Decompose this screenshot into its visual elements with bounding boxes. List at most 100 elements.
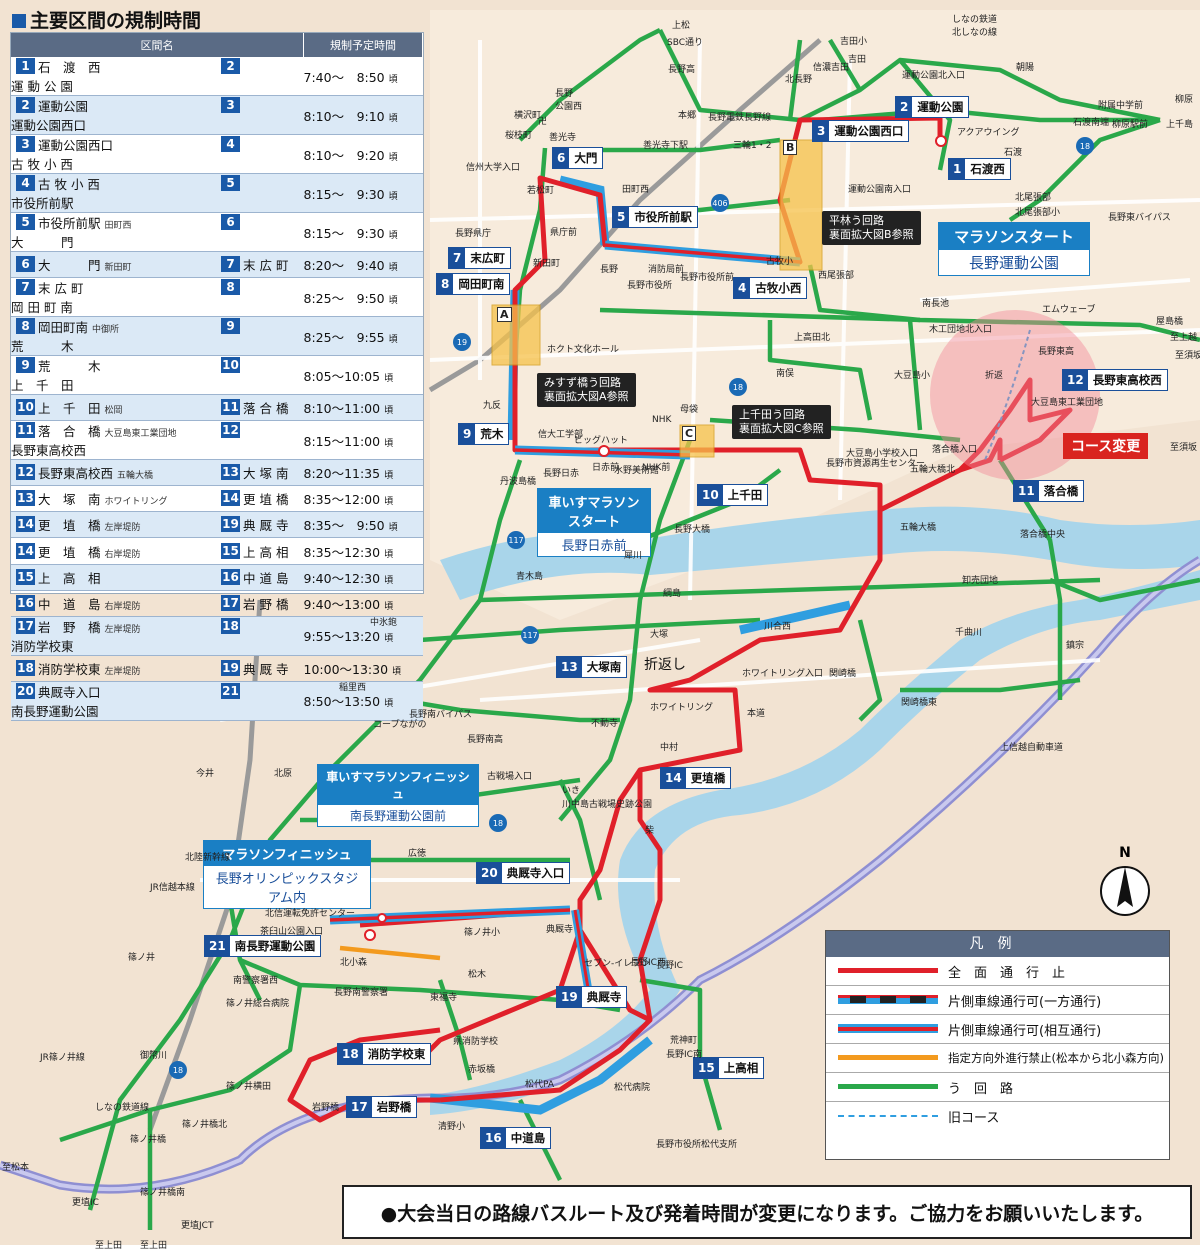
north-letter: N <box>1119 845 1131 861</box>
place-label: 長野市役所前 <box>680 273 735 283</box>
to-number: 19 <box>221 659 240 676</box>
place-label: 長野市役所松代支所 <box>656 1140 738 1150</box>
place-label: NHK前 <box>642 463 671 473</box>
marathon-start-marker <box>935 135 947 147</box>
place-label: 松代PA <box>525 1080 555 1090</box>
place-label: 信州大学入口 <box>466 163 521 173</box>
old-course <box>984 329 1031 461</box>
time-cell: 8:20〜11:35 頃 <box>303 459 423 487</box>
place-label: 典厩寺 <box>546 925 574 935</box>
to-number: 6 <box>221 214 240 230</box>
legend-row-twoway: 片側車線通行可(相互通行) <box>826 1015 1169 1044</box>
place-label: 附属中学前 <box>1098 101 1144 111</box>
place-label: 南長池 <box>922 299 950 309</box>
place-label: 上松 <box>672 21 691 31</box>
marathon-start-title: マラソンスタート <box>939 223 1089 250</box>
place-label: NHK <box>652 415 672 425</box>
place-label: 石渡南端 <box>1073 118 1110 128</box>
place-label: 荒神町 <box>670 1036 698 1046</box>
time-cell: 9:40〜12:30 頃 <box>303 564 423 591</box>
time-cell: 8:35〜12:30 頃 <box>303 537 423 565</box>
to-number: 19 <box>221 516 240 533</box>
from-name: 消防学校東 左岸堤防 <box>38 661 141 677</box>
place-label: 松代病院 <box>614 1083 651 1093</box>
place-label: しなの鉄道 北しなの線 <box>952 15 998 38</box>
place-label: 石渡 <box>1004 148 1023 158</box>
marathon-finish-box: マラソンフィニッシュ 長野オリンピックスタジアム内 <box>203 840 371 909</box>
to-name: 消防学校東 <box>11 638 74 654</box>
legend-row-old-course: 旧コース <box>826 1102 1169 1130</box>
to-number: 14 <box>221 490 240 507</box>
to-number: 3 <box>221 97 240 113</box>
from-name: 上 高 相 <box>38 570 101 586</box>
to-name: 大 塚 南 <box>243 466 289 482</box>
from-name: 長野東高校西 五輪大橋 <box>38 466 154 482</box>
place-label: 五輪大橋北 <box>910 465 956 475</box>
bypass-a-callout: みすず橋う回路 裏面拡大図A参照 <box>537 373 636 407</box>
time-cell: 8:10〜 9:10 頃 <box>303 95 423 135</box>
from-name: 更 埴 橋 左岸堤防 <box>38 518 141 534</box>
from-name: 末 広 町 <box>38 281 84 297</box>
place-label: 上高田北 <box>794 333 831 343</box>
course-change-label: コース変更 <box>1063 433 1149 459</box>
place-label: エムウェーブ <box>1042 305 1096 315</box>
from-name: 荒 木 <box>38 359 101 375</box>
place-label: 三輪1・2 <box>733 141 772 151</box>
to-name: 運動公園西口 <box>11 118 87 133</box>
place-label: 善光寺下駅 <box>643 141 689 151</box>
time-cell: 8:25〜 9:50 頃 <box>303 277 423 318</box>
to-name: 長野東高校西 <box>11 443 87 459</box>
place-label: 北原 <box>274 769 293 779</box>
bypass-b-callout: 平林う回路 裏面拡大図B参照 <box>822 211 921 245</box>
place-label: 木工団地北入口 <box>929 325 993 335</box>
from-name: 岩 野 橋 左岸堤防 <box>38 619 141 635</box>
to-name: 運 動 公 園 <box>11 79 73 94</box>
two-way-segments <box>329 240 801 1001</box>
place-label: 岩野橋 <box>312 1103 340 1113</box>
marathon-start-place: 長野運動公園 <box>968 254 1059 272</box>
place-label: 南警察署西 <box>233 976 279 986</box>
place-label: 長野 公園西 <box>555 89 583 112</box>
route-117b: 117 <box>522 631 537 640</box>
turnaround-label: 折返し <box>644 657 686 673</box>
from-number: 9 <box>16 357 35 374</box>
turnaround-small-label: 折返 <box>985 371 1004 381</box>
place-label: 北陸新幹線 <box>185 853 231 863</box>
time-cell: 8:15〜 9:30 頃 <box>303 173 423 213</box>
place-label: 九反 <box>483 401 502 411</box>
place-label: 県庁前 <box>550 228 578 238</box>
to-number: 11 <box>221 399 240 416</box>
wheelchair-finish-box: 車いすマラソンフィニッシュ 南長野運動公園前 <box>317 764 479 827</box>
place-label: 運動公園北入口 <box>902 71 966 81</box>
to-name: 典 厩 寺 <box>243 661 289 677</box>
place-label: 消防局前 <box>648 265 685 275</box>
place-label: 吉田小 <box>840 37 868 47</box>
place-label: 松木 <box>468 970 487 980</box>
place-label: 長野南高 <box>467 735 504 745</box>
to-number: 9 <box>221 318 240 335</box>
legend-title: 凡例 <box>826 931 1169 957</box>
place-label: SBC通り <box>667 38 704 48</box>
title-text: 主要区間の規制時間 <box>30 10 202 32</box>
place-label: ホクト文化ホール <box>547 345 620 355</box>
place-label: JR信越本線 <box>150 883 195 893</box>
wheelchair-start-title: 車いすマラソン スタート <box>538 489 650 533</box>
to-name: 大 門 <box>11 235 74 250</box>
time-cell: 8:20〜 9:40 頃 <box>303 251 423 279</box>
from-number: 20 <box>16 682 35 699</box>
place-label: 南俣 <box>776 369 795 379</box>
place-label: 稲里西 <box>339 683 367 693</box>
time-cell: 8:10〜 9:20 頃 <box>303 134 423 174</box>
place-label: 長野東バイパス <box>1108 213 1171 223</box>
sai-river <box>440 506 1200 600</box>
